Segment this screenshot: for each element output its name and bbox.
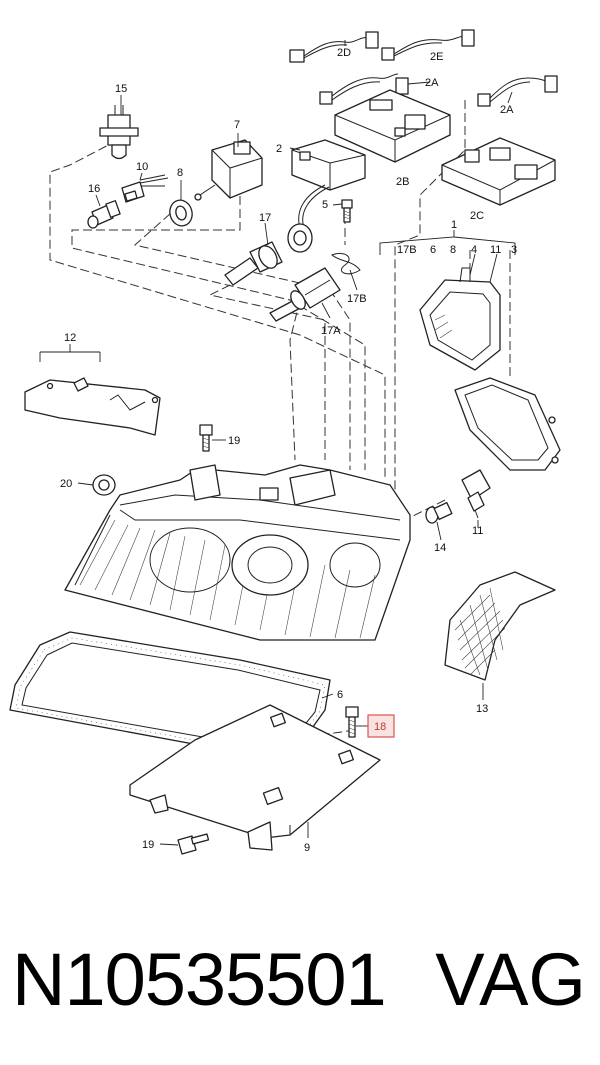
brand-name: VAG [435,938,586,1021]
label-17b-group: 17B [397,244,417,256]
footer: N10535501 VAG [0,935,600,1035]
label-8: 8 [177,167,183,179]
ballast-2c [441,137,556,206]
label-1: 1 [451,219,457,231]
screw-19-top [199,424,213,452]
label-8-group: 8 [450,244,456,256]
label-12: 12 [64,332,76,344]
label-19-top: 19 [228,435,240,447]
screw-5 [341,199,353,223]
label-15: 15 [115,83,127,95]
label-19-bottom: 19 [142,839,154,851]
cover-frame-3 [454,377,561,471]
label-13: 13 [476,703,488,715]
label-9: 9 [304,842,310,854]
callout-18-highlight[interactable]: 18 [367,714,395,738]
grille-13 [444,571,556,681]
adjuster-motor-7 [194,139,263,201]
assembly-dash-lines [49,100,511,736]
label-2a-right: 2A [500,104,514,116]
label-2e: 2E [430,51,443,63]
xenon-bulb-17 [224,223,313,286]
label-3: 3 [511,244,517,256]
label-18: 18 [374,721,386,733]
screw-18 [345,706,359,738]
bulb-15 [99,105,139,160]
leader-lines [39,40,516,846]
label-11: 11 [472,525,483,537]
ballast-2b [334,89,451,163]
label-17: 17 [259,212,271,224]
wiring-harness-2a-left [319,73,409,105]
ring-8 [169,199,193,227]
label-17a: 17A [321,325,341,337]
exploded-parts-diagram: 15 7 2 2D 2E 2A 2A 2B 2C 10 8 16 5 17 17… [9,29,561,855]
label-6-group: 6 [430,244,436,256]
clip-17b [331,252,361,275]
socket-10 [121,174,169,203]
label-2d: 2D [337,47,351,59]
screw-19-bottom [177,833,210,855]
label-2a-left: 2A [425,77,439,89]
label-11-group: 11 [490,244,501,256]
label-2b: 2B [396,176,409,188]
wiring-harness-2e [381,29,475,61]
label-4: 4 [471,244,477,256]
bulb-16 [87,200,121,229]
label-7: 7 [234,119,240,131]
bracket-12 [24,377,161,436]
label-20: 20 [60,478,72,490]
grommet-20 [92,474,116,496]
label-5: 5 [322,199,328,211]
wiring-harness-2d [289,31,379,63]
headlamp-housing-1 [64,464,411,641]
cover-4 [419,267,501,371]
label-10: 10 [136,161,148,173]
label-16: 16 [88,183,100,195]
bulb-11 [461,469,491,519]
control-unit-2 [291,139,366,229]
label-14: 14 [434,542,446,554]
callout-labels: 15 7 2 2D 2E 2A 2A 2B 2C 10 8 16 5 17 17… [60,47,517,854]
wiring-harness-2a-right [477,75,558,107]
label-17b: 17B [347,293,367,305]
bulb-17a [269,267,341,322]
bulb-14 [425,501,453,524]
label-2c: 2C [470,210,484,222]
base-plate-9 [129,704,381,851]
label-2: 2 [276,143,282,155]
part-number: N10535501 [12,938,387,1021]
label-6: 6 [337,689,343,701]
